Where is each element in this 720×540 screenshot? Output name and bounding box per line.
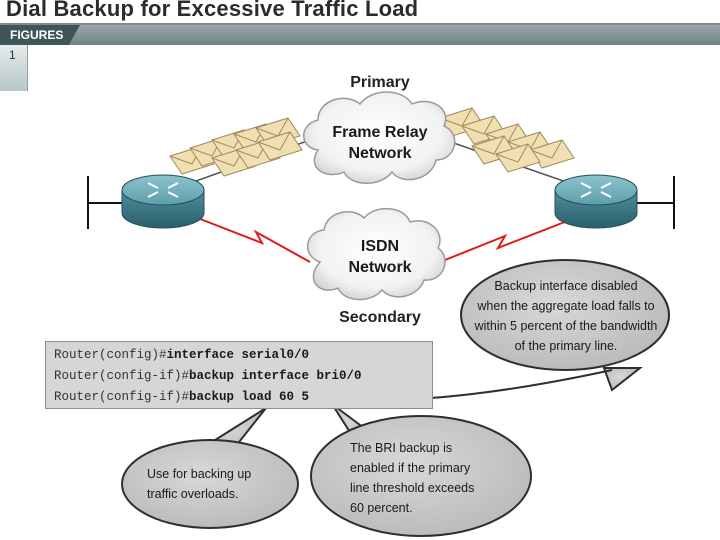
- callout-enable-bubble: [310, 403, 532, 537]
- callout-line: Backup interface disabled: [494, 279, 638, 293]
- callout-use-bubble: [121, 407, 299, 529]
- frame-relay-label: Frame Relay Network: [310, 122, 450, 164]
- left-ethernet-stub: [87, 176, 122, 229]
- cli-prompt: Router(config-if)#: [54, 390, 190, 404]
- frame-relay-label-line2: Network: [348, 145, 412, 162]
- cli-config-box: Router(config)#interface serial0/0 Route…: [45, 341, 433, 409]
- frame-relay-label-line1: Frame Relay: [332, 124, 428, 141]
- cli-command: interface serial0/0: [166, 348, 310, 362]
- traffic-envelopes-left: [169, 117, 303, 177]
- callout-line: line threshold exceeds: [350, 481, 475, 495]
- cli-command: backup load 60 5: [189, 390, 310, 404]
- callout-line: when the aggregate load falls to: [477, 299, 655, 313]
- isdn-label-line2: Network: [348, 259, 412, 276]
- isdn-cloud: [307, 208, 446, 301]
- isdn-link-right: [439, 217, 576, 263]
- cli-command: backup interface bri0/0: [189, 369, 362, 383]
- callout-use-text: Use for backing up traffic overloads.: [147, 464, 297, 504]
- figure-number[interactable]: 1: [9, 48, 16, 62]
- right-router-icon: [554, 174, 638, 229]
- callout-line: The BRI backup is: [350, 441, 453, 455]
- callout-line: traffic overloads.: [147, 487, 239, 501]
- frame-relay-cloud: [303, 91, 456, 184]
- title-divider: [0, 23, 720, 25]
- callout-line: enabled if the primary: [350, 461, 471, 475]
- callout-line: of the primary line.: [514, 339, 618, 353]
- cli-line: Router(config-if)#backup load 60 5: [54, 387, 432, 408]
- page-title: Dial Backup for Excessive Traffic Load: [6, 0, 419, 21]
- figure-sidebar: [0, 45, 28, 91]
- left-router-icon: [121, 174, 205, 229]
- cli-prompt: Router(config)#: [54, 348, 167, 362]
- cli-line: Router(config)#interface serial0/0: [54, 345, 432, 366]
- callout-line: Use for backing up: [147, 467, 252, 481]
- isdn-label: ISDN Network: [310, 236, 450, 278]
- isdn-label-line1: ISDN: [360, 238, 400, 255]
- figures-bar: [0, 25, 720, 45]
- callout-disable-text: Backup interface disabled when the aggre…: [468, 276, 664, 356]
- callout-line: 60 percent.: [350, 501, 413, 515]
- traffic-envelopes-right: [439, 107, 575, 173]
- figures-tab[interactable]: FIGURES: [0, 25, 80, 45]
- primary-label: Primary: [350, 74, 410, 91]
- right-ethernet-stub: [636, 176, 675, 229]
- cli-line: Router(config-if)#backup interface bri0/…: [54, 366, 432, 387]
- callout-enable-text: The BRI backup is enabled if the primary…: [350, 438, 500, 518]
- isdn-link-left: [189, 214, 311, 263]
- secondary-label: Secondary: [339, 309, 421, 326]
- cli-prompt: Router(config-if)#: [54, 369, 190, 383]
- callout-line: within 5 percent of the bandwidth: [474, 319, 658, 333]
